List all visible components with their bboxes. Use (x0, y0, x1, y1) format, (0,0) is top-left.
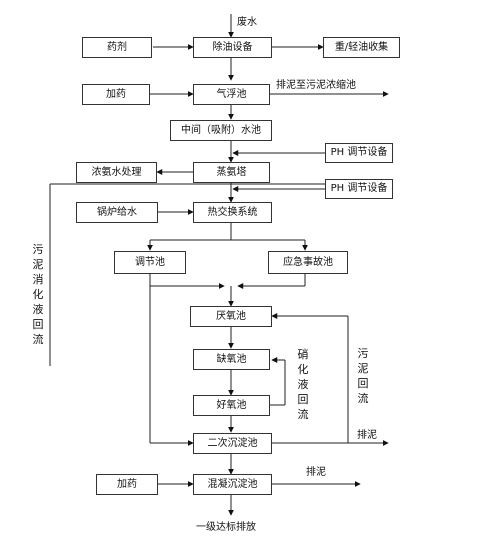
intermediate-tank-box: 中间（吸附）水池 (170, 120, 272, 141)
dosing-box-1: 加药 (82, 84, 150, 105)
digested-liquor-return-label: 污泥消化液回流 (32, 243, 44, 346)
concentrated-ammonia-box: 浓氨水处理 (76, 162, 157, 183)
anaerobic-tank-box: 厌氧池 (190, 306, 272, 327)
equalization-tank-box: 调节池 (114, 251, 186, 274)
ammonia-stripping-box: 蒸氨塔 (193, 162, 270, 183)
sludge-return-label: 污泥回流 (357, 347, 369, 405)
oil-collection-box: 重/轻油收集 (323, 37, 400, 58)
aerobic-tank-box: 好氧池 (193, 395, 270, 416)
sludge-discharge-label-2: 排泥 (306, 467, 326, 478)
dosing-box-2: 加药 (96, 474, 158, 495)
flotation-box: 气浮池 (193, 84, 270, 105)
emergency-tank-box: 应急事故池 (268, 251, 348, 274)
ph-adjust-box-2: PH 调节设备 (325, 179, 393, 199)
sludge-discharge-label-1: 排泥 (357, 430, 377, 441)
nitrification-return-label: 硝化液回流 (297, 348, 309, 421)
chemical-box: 药剂 (82, 37, 152, 58)
final-discharge-label: 一级达标排放 (196, 522, 256, 533)
boiler-feedwater-box: 锅炉给水 (76, 202, 158, 223)
coagulation-settling-box: 混凝沉淀池 (193, 474, 272, 495)
wastewater-label: 废水 (237, 17, 257, 28)
heat-exchange-box: 热交换系统 (193, 202, 272, 223)
anoxic-tank-box: 缺氧池 (193, 349, 270, 370)
oil-removal-box: 除油设备 (193, 37, 272, 58)
secondary-clarifier-box: 二次沉淀池 (193, 433, 272, 454)
sludge-to-thickener-label: 排泥至污泥浓缩池 (276, 80, 356, 91)
ph-adjust-box-1: PH 调节设备 (325, 143, 393, 163)
